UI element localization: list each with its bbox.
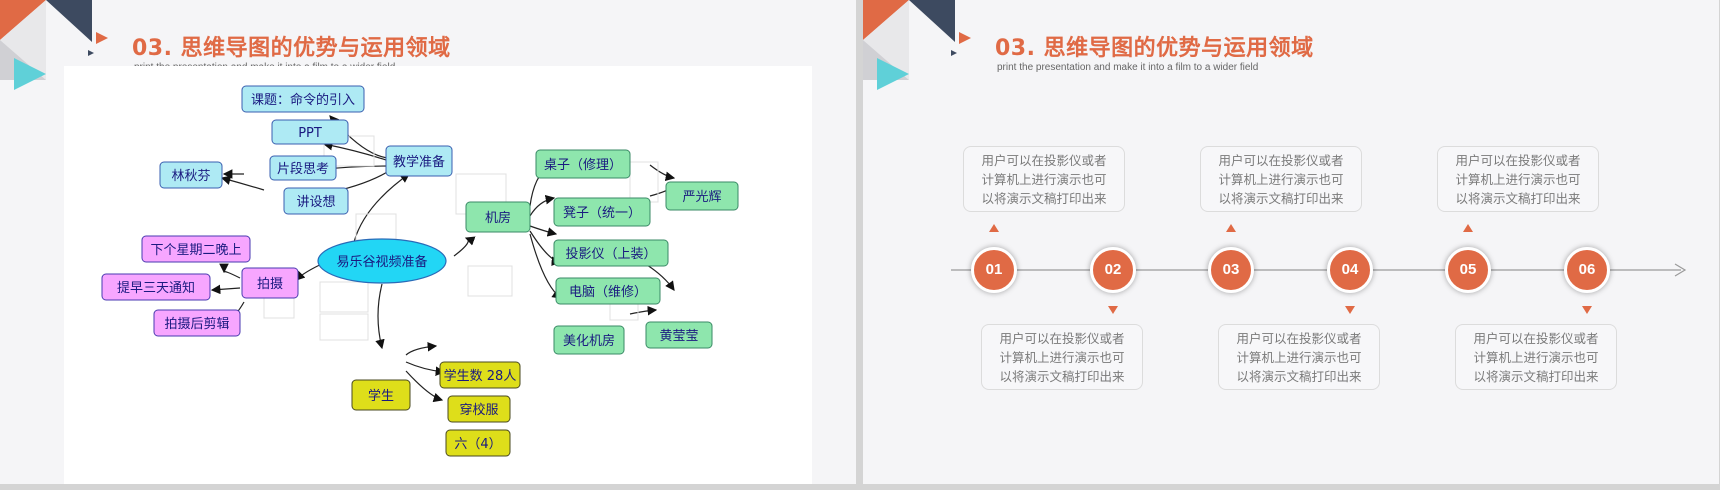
timeline-box-02: 用户可以在投影仪或者 计算机上进行演示也可 以将演示文稿打印出来 [981, 324, 1143, 390]
svg-text:穿校服: 穿校服 [459, 402, 498, 418]
svg-text:电脑（维修）: 电脑（维修） [569, 285, 647, 300]
node-beautify: 美化机房 [553, 325, 625, 355]
mindmap-diagram: 易乐谷视频准备 教学准备 课题：命令的引入 PPT 片段思考 林秋芬 [101, 85, 739, 457]
timeline-box-01: 用户可以在投影仪或者 计算机上进行演示也可 以将演示文稿打印出来 [963, 146, 1125, 212]
box-line: 计算机上进行演示也可 [1473, 350, 1599, 365]
step-circle-03: 03 [1208, 247, 1254, 293]
step-circle-01: 01 [971, 247, 1017, 293]
node-shoot: 拍摄 [241, 267, 299, 299]
node-class: 六（4） [445, 429, 511, 457]
node-desk: 桌子（修理） [535, 149, 631, 179]
svg-text:凳子（统一）: 凳子（统一） [563, 205, 641, 221]
node-edit: 拍摄后剪辑 [153, 309, 241, 337]
node-topic: 课题：命令的引入 [241, 85, 365, 113]
box-line: 用户可以在投影仪或者 [999, 331, 1125, 346]
mindmap-canvas: 易乐谷视频准备 教学准备 课题：命令的引入 PPT 片段思考 林秋芬 [64, 66, 812, 484]
corner-triangles-decoration [0, 0, 108, 90]
svg-text:林秋芬: 林秋芬 [171, 169, 210, 184]
pointer-up-icon [1226, 224, 1236, 232]
node-room: 机房 [465, 201, 531, 233]
node-segment: 片段思考 [269, 155, 337, 181]
node-yan: 严光辉 [665, 181, 739, 211]
node-center: 易乐谷视频准备 [317, 238, 447, 284]
box-line: 以将演示文稿打印出来 [999, 369, 1125, 384]
box-line: 计算机上进行演示也可 [999, 350, 1125, 365]
svg-text:讲设想: 讲设想 [296, 194, 335, 210]
box-line: 以将演示文稿打印出来 [1236, 369, 1362, 384]
box-line: 用户可以在投影仪或者 [981, 153, 1107, 168]
slide-mindmap: 03. 思维导图的优势与运用领域 print the presentation … [0, 0, 856, 484]
box-line: 计算机上进行演示也可 [1218, 172, 1344, 187]
pointer-down-icon [1345, 306, 1355, 314]
svg-text:拍摄: 拍摄 [257, 277, 283, 292]
pointer-down-icon [1582, 306, 1592, 314]
step-circle-05: 05 [1445, 247, 1491, 293]
node-count: 学生数 28人 [439, 361, 521, 389]
node-computer: 电脑（维修） [555, 277, 661, 305]
svg-text:易乐谷视频准备: 易乐谷视频准备 [336, 254, 427, 270]
node-stool: 凳子（统一） [553, 197, 651, 227]
svg-text:片段思考: 片段思考 [277, 162, 329, 177]
svg-text:课题：命令的引入: 课题：命令的引入 [251, 92, 355, 108]
node-huang: 黄莹莹 [645, 321, 713, 349]
node-uniform: 穿校服 [447, 395, 511, 423]
step-circle-06: 06 [1564, 247, 1610, 293]
svg-text:严光辉: 严光辉 [682, 190, 721, 205]
timeline-box-03: 用户可以在投影仪或者 计算机上进行演示也可 以将演示文稿打印出来 [1200, 146, 1362, 212]
svg-text:投影仪（上装）: 投影仪（上装） [565, 246, 656, 262]
timeline-box-05: 用户可以在投影仪或者 计算机上进行演示也可 以将演示文稿打印出来 [1437, 146, 1599, 212]
slide-timeline: 03. 思维导图的优势与运用领域 print the presentation … [863, 0, 1719, 484]
node-projector: 投影仪（上装） [553, 239, 669, 267]
step-circle-04: 04 [1327, 247, 1373, 293]
svg-text:学生: 学生 [368, 388, 394, 404]
pointer-up-icon [1463, 224, 1473, 232]
box-line: 以将演示文稿打印出来 [1218, 191, 1344, 206]
box-line: 以将演示文稿打印出来 [981, 191, 1107, 206]
box-line: 用户可以在投影仪或者 [1473, 331, 1599, 346]
slide-title: 03. 思维导图的优势与运用领域 [995, 36, 1314, 61]
timeline-box-04: 用户可以在投影仪或者 计算机上进行演示也可 以将演示文稿打印出来 [1218, 324, 1380, 390]
node-notice: 提早三天通知 [101, 273, 211, 301]
slide-title: 03. 思维导图的优势与运用领域 [132, 36, 451, 61]
svg-text:黄莹莹: 黄莹莹 [659, 329, 698, 344]
svg-text:PPT: PPT [298, 126, 322, 141]
node-teaching: 教学准备 [385, 145, 453, 177]
svg-text:桌子（修理）: 桌子（修理） [544, 158, 622, 173]
node-ppt: PPT [271, 119, 349, 145]
corner-triangles-decoration [863, 0, 971, 90]
node-lin: 林秋芬 [159, 161, 223, 189]
node-student: 学生 [351, 379, 411, 411]
pointer-up-icon [989, 224, 999, 232]
timeline-axis [951, 263, 1687, 277]
box-line: 用户可以在投影仪或者 [1236, 331, 1362, 346]
box-line: 计算机上进行演示也可 [981, 172, 1107, 187]
svg-text:六（4）: 六（4） [454, 437, 501, 452]
svg-text:机房: 机房 [485, 210, 511, 226]
node-tuesday: 下个星期二晚上 [141, 235, 251, 263]
svg-text:下个星期二晚上: 下个星期二晚上 [150, 243, 241, 258]
step-circle-02: 02 [1090, 247, 1136, 293]
box-line: 用户可以在投影仪或者 [1455, 153, 1581, 168]
node-lecture: 讲设想 [283, 187, 349, 215]
timeline-box-06: 用户可以在投影仪或者 计算机上进行演示也可 以将演示文稿打印出来 [1455, 324, 1617, 390]
box-line: 以将演示文稿打印出来 [1455, 191, 1581, 206]
slide-subtitle: print the presentation and make it into … [997, 62, 1259, 73]
svg-text:拍摄后剪辑: 拍摄后剪辑 [164, 316, 229, 332]
svg-text:美化机房: 美化机房 [563, 333, 615, 349]
svg-text:教学准备: 教学准备 [393, 154, 445, 170]
box-line: 用户可以在投影仪或者 [1218, 153, 1344, 168]
svg-text:提早三天通知: 提早三天通知 [117, 280, 195, 296]
box-line: 计算机上进行演示也可 [1236, 350, 1362, 365]
svg-text:学生数 28人: 学生数 28人 [444, 368, 517, 384]
box-line: 计算机上进行演示也可 [1455, 172, 1581, 187]
pointer-down-icon [1108, 306, 1118, 314]
box-line: 以将演示文稿打印出来 [1473, 369, 1599, 384]
